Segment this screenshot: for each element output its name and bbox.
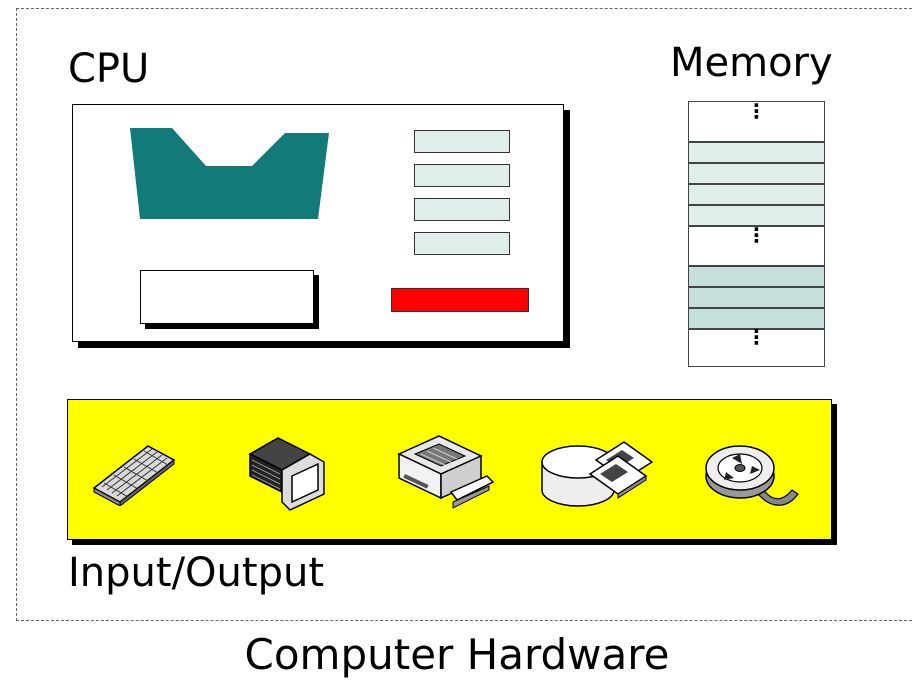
memory-cell xyxy=(688,308,825,329)
computer-icon xyxy=(248,437,325,511)
memory-label: Memory xyxy=(670,40,833,86)
register xyxy=(414,198,510,221)
tape-reel-icon xyxy=(705,445,799,506)
keyboard-icon xyxy=(92,445,176,506)
register xyxy=(414,164,510,187)
hardware-frame xyxy=(16,8,912,621)
register xyxy=(414,232,510,255)
alu-shape xyxy=(130,128,329,219)
diagram-title: Computer Hardware xyxy=(244,630,670,679)
memory-cell xyxy=(688,101,825,142)
program-counter xyxy=(391,288,529,312)
memory-ellipsis: ⋮ xyxy=(746,325,767,349)
memory-cell xyxy=(688,226,825,266)
disk-drive-icon xyxy=(541,441,654,507)
register xyxy=(414,130,510,153)
memory-cell xyxy=(688,142,825,163)
memory-cell xyxy=(688,329,825,367)
io-label: Input/Output xyxy=(68,550,324,596)
memory-ellipsis: ⋮ xyxy=(746,223,767,247)
memory-cell xyxy=(688,266,825,287)
control-unit-box xyxy=(140,270,314,324)
memory-ellipsis: ⋮ xyxy=(746,99,767,123)
memory-cell xyxy=(688,205,825,226)
memory-cell xyxy=(688,287,825,308)
memory-cell xyxy=(688,184,825,205)
memory-cell xyxy=(688,163,825,184)
cpu-label: CPU xyxy=(68,46,150,92)
printer-icon xyxy=(397,435,495,509)
